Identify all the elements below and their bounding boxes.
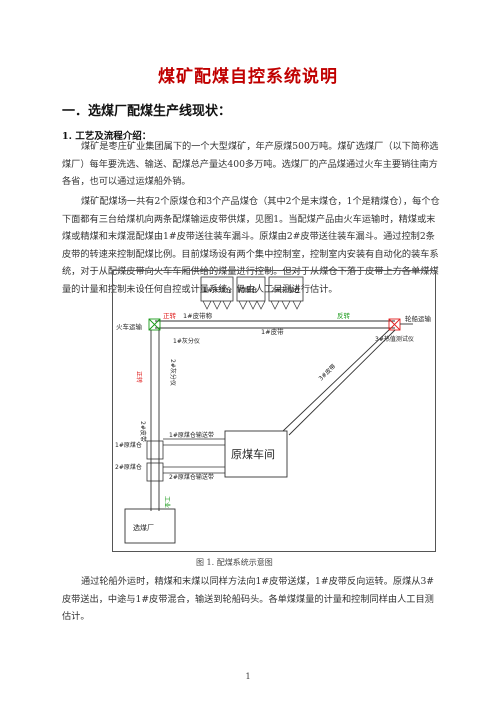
ash-analyzer-label: 1#灰分仪 — [173, 337, 200, 345]
belt1-scale-label: 1#皮带称 — [183, 311, 213, 320]
raw-bin-2: 2#原煤仓 — [115, 462, 164, 482]
forward-label: 正转 — [163, 311, 177, 320]
bin-mo2-label: 2#末煤仓 — [271, 285, 301, 294]
subsection-heading: 1. 工艺及流程介绍： — [62, 131, 152, 142]
workshop-label: 原煤车间 — [231, 447, 275, 461]
workshop-box — [224, 430, 288, 478]
plant-label: 选煤厂 — [133, 523, 154, 532]
flow-diagram: 1#末煤仓 精煤仓 2#末煤仓 1#皮带 1#皮带称 正转 反转 火车运输 — [112, 270, 436, 552]
paragraph-intro: 煤矿是枣庄矿业集团属下的一个大型煤矿，年产原煤500万吨。煤矿选煤厂（以下简称选… — [62, 141, 439, 188]
section-heading: 一．选煤厂配煤生产线现状： — [62, 104, 232, 119]
reverse-label: 反转 — [337, 311, 351, 320]
feed1-label: 1#原煤仓输送带 — [169, 431, 214, 439]
flow-diagram-svg: 1#末煤仓 精煤仓 2#末煤仓 1#皮带 1#皮带称 正转 反转 火车运输 — [115, 276, 432, 544]
moisture-label: 3#热值测试仪 — [375, 335, 414, 343]
belt3-label: 3#皮带 — [317, 362, 338, 382]
page-number: 1 — [245, 672, 251, 681]
plant-box — [124, 508, 176, 544]
document-title: 煤矿配煤自控系统说明 — [158, 67, 338, 87]
bin-mo1-label: 1#末煤仓 — [203, 285, 233, 294]
bin-mo2: 2#末煤仓 — [268, 276, 304, 310]
rail-label: 火车运输 — [116, 322, 143, 331]
raw-bin-1: 1#原煤仓 — [115, 440, 164, 460]
belt2-label: 2#皮带 — [139, 421, 147, 442]
paragraph-ship: 通过轮船外运时，精煤和末煤以同样方法向1#皮带送煤，1#皮带反向运转。原煤从3#… — [62, 576, 435, 623]
analyzer2-label: 2#灰分仪 — [169, 359, 177, 386]
raw-bin-1-label: 1#原煤仓 — [115, 441, 142, 449]
paragraph-process: 煤矿配煤场一共有2个原煤仓和3个产品煤仓（其中2个是末煤仓，1个是精煤仓），每个… — [62, 196, 440, 295]
bin-jing-label: 精煤仓 — [238, 285, 258, 294]
bin-mo1: 1#末煤仓 — [200, 276, 234, 310]
figure-caption: 图 1. 配煤系统示意图 — [196, 558, 273, 567]
belt3-line-b — [288, 329, 396, 436]
bin-jing: 精煤仓 — [236, 276, 266, 310]
rail-junction-icon — [148, 318, 161, 331]
raw-bin-2-label: 2#原煤仓 — [115, 463, 142, 471]
green-label: 工业 — [163, 496, 171, 508]
belt3-line-a — [282, 329, 390, 432]
belt2-red-label: 正转 — [135, 371, 143, 383]
ship-label: 轮船运输 — [405, 314, 432, 323]
feed2-label: 2#原煤仓输送带 — [169, 473, 214, 481]
belt1-label: 1#皮带 — [261, 327, 284, 336]
